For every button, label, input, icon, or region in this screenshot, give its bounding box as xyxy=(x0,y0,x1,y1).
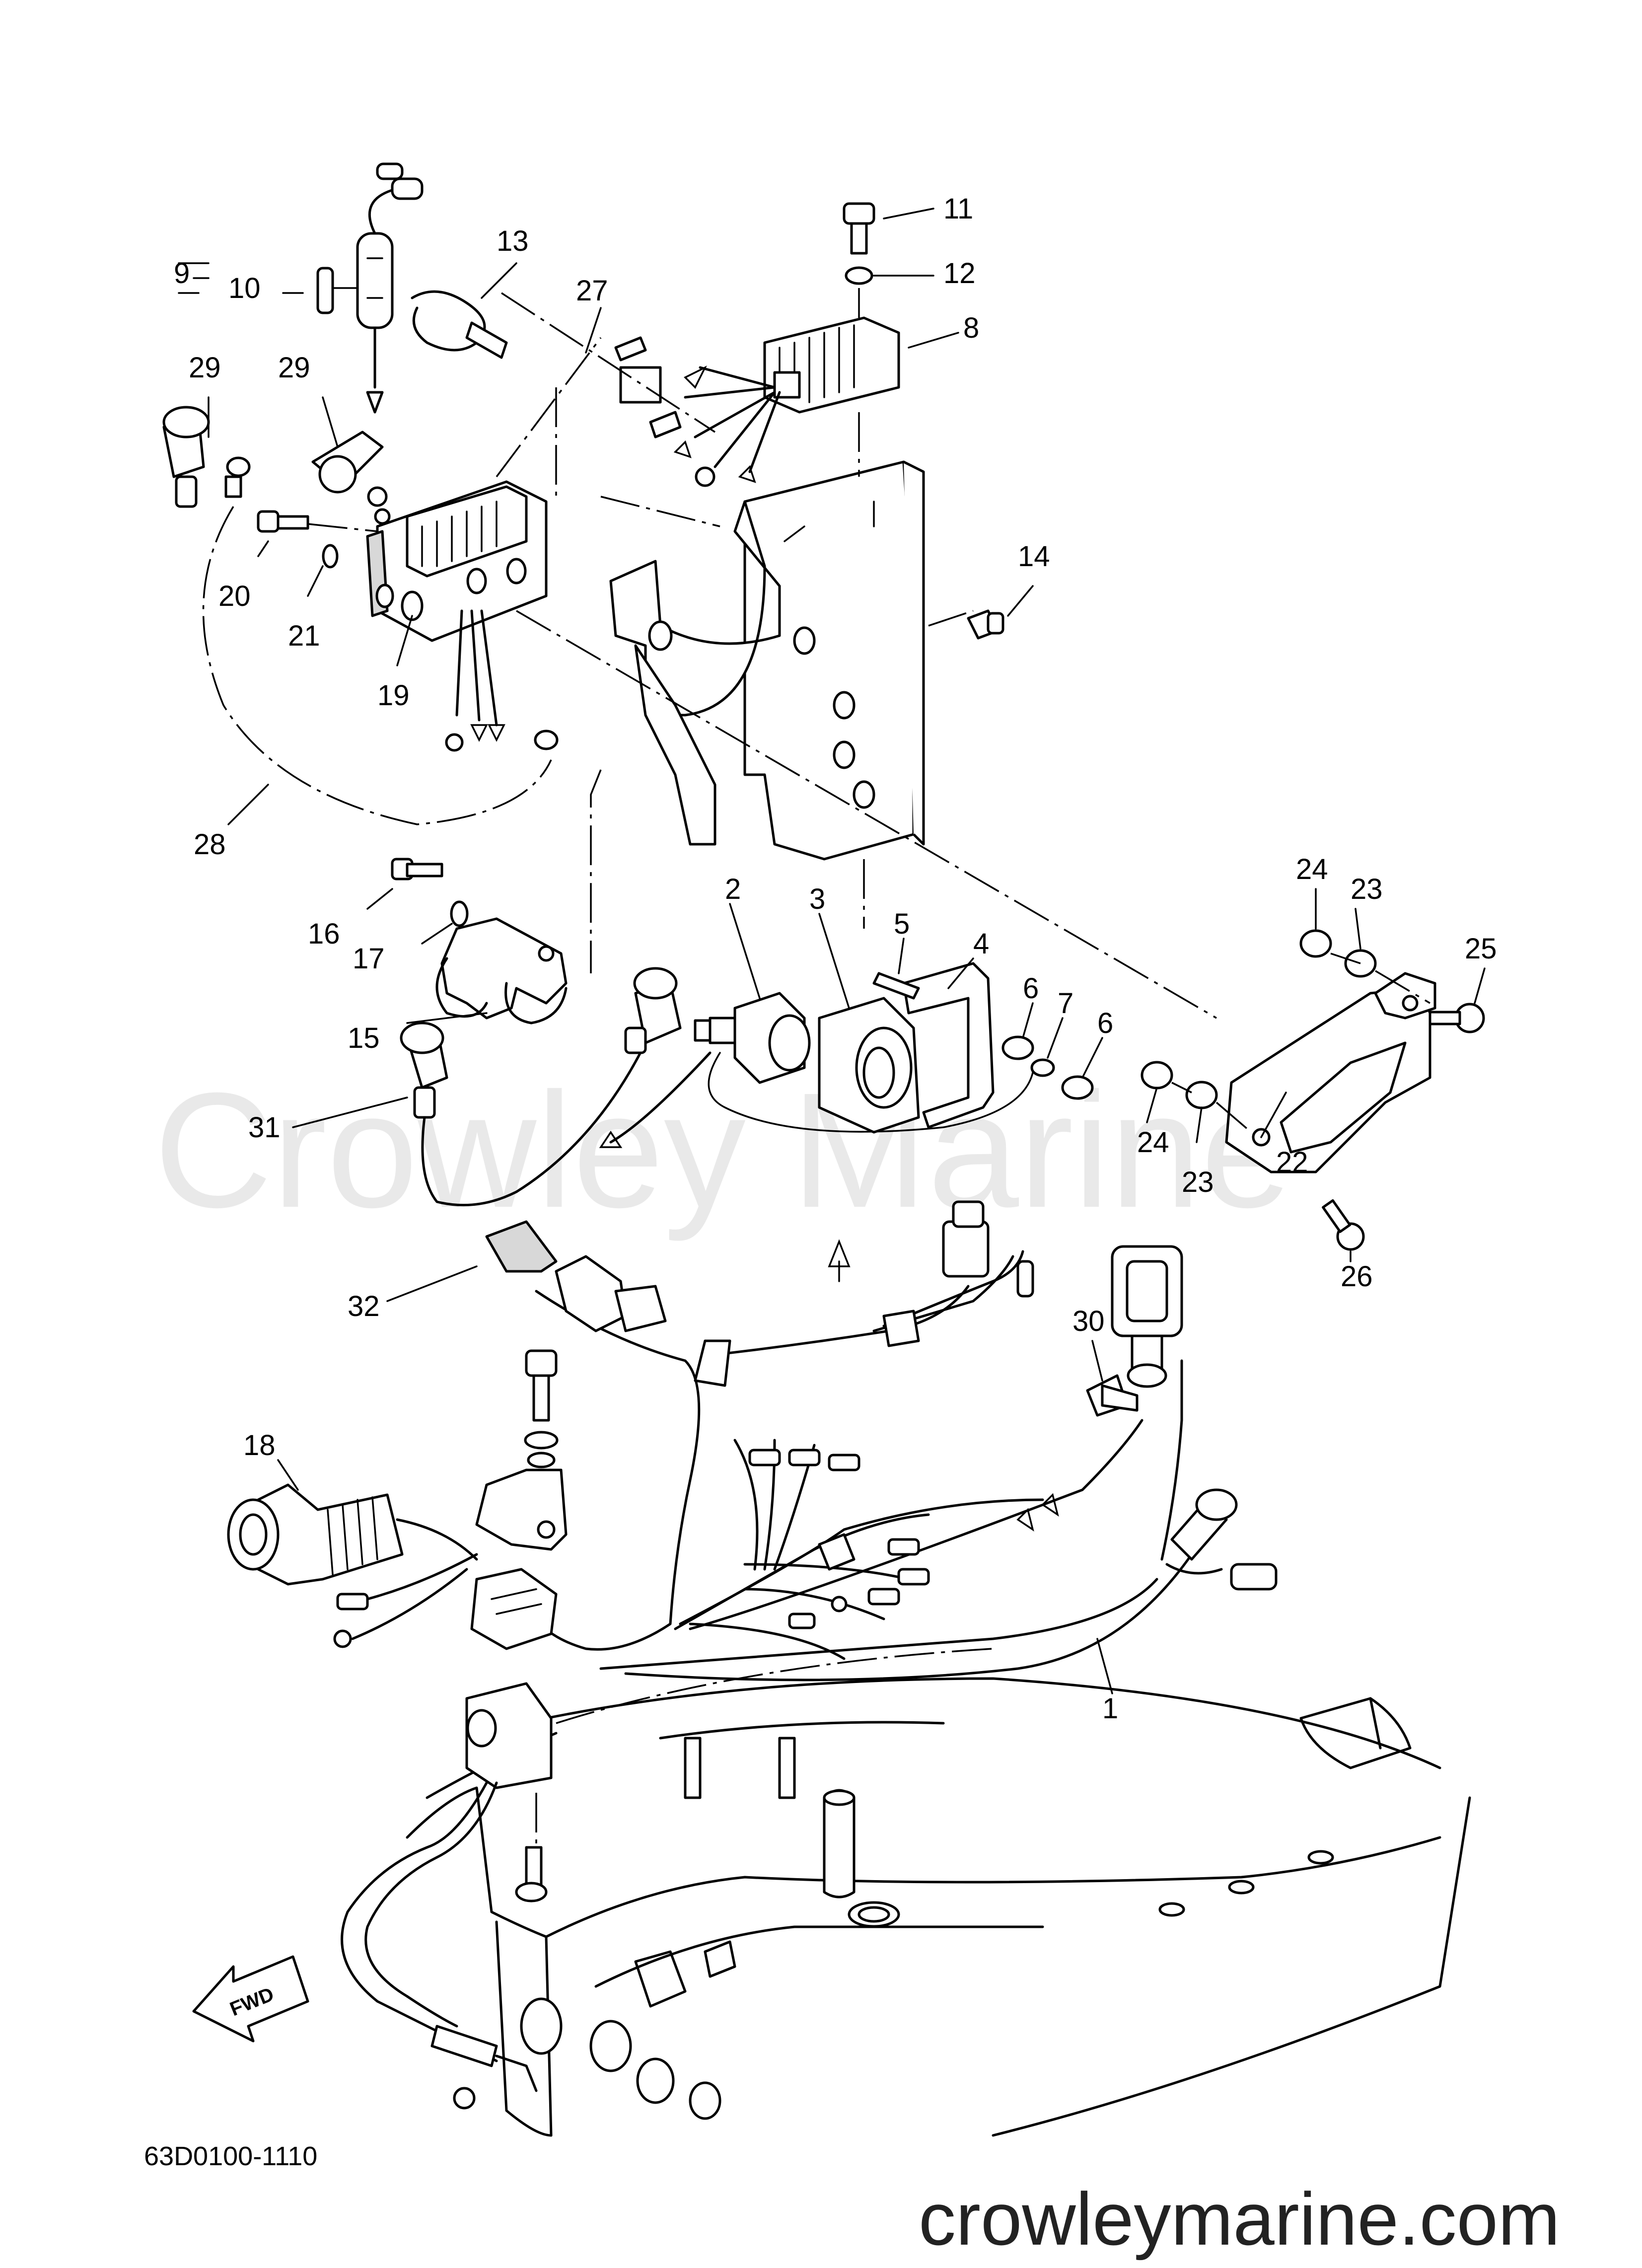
clamp-13 xyxy=(411,290,508,359)
callout-labels: 1 2 3 4 5 6 6 7 8 9 10 11 12 13 14 15 16… xyxy=(174,193,1497,1725)
callout-30: 30 xyxy=(1072,1305,1105,1337)
clamp-base xyxy=(470,1568,558,1650)
wiring-harness xyxy=(535,1250,1223,1682)
clamp-15 xyxy=(435,917,568,1024)
callout-8: 8 xyxy=(963,312,979,344)
screw-5 xyxy=(872,972,920,1000)
cap-3 xyxy=(818,997,920,1134)
callout-14: 14 xyxy=(1018,540,1050,573)
callout-2: 2 xyxy=(725,873,741,905)
callout-28: 28 xyxy=(194,828,226,861)
fuse-10 xyxy=(316,267,334,314)
callout-17: 17 xyxy=(353,943,385,975)
callout-19: 19 xyxy=(377,679,410,712)
coupler-harness-top xyxy=(942,1200,990,1278)
callout-6a: 6 xyxy=(1023,972,1039,1005)
callout-18: 18 xyxy=(243,1429,276,1462)
callout-31: 31 xyxy=(248,1111,281,1144)
cap-31 xyxy=(400,1022,448,1119)
callout-5: 5 xyxy=(894,908,910,940)
washer-21 xyxy=(322,544,339,569)
bolt-plate xyxy=(475,1349,568,1551)
grommet-23b xyxy=(1185,1081,1218,1109)
callout-13: 13 xyxy=(497,225,529,257)
bottom-cowling xyxy=(406,1677,1471,2137)
callout-15: 15 xyxy=(348,1022,380,1054)
bracket-4 xyxy=(902,962,995,1129)
cap-29-left xyxy=(162,406,210,508)
callout-3: 3 xyxy=(809,883,825,915)
bolt-20 xyxy=(257,510,309,533)
callout-29b: 29 xyxy=(278,352,310,384)
callout-11: 11 xyxy=(943,193,973,225)
washer-7 xyxy=(1030,1058,1055,1077)
main-connector-18 xyxy=(227,1483,478,1586)
bolt-25 xyxy=(1428,1003,1485,1033)
callout-20: 20 xyxy=(218,580,251,612)
bolt-16 xyxy=(391,858,443,880)
cap-end xyxy=(1170,1488,1238,1561)
bolt-11 xyxy=(843,202,875,255)
site-url: crowleymarine.com xyxy=(919,2177,1560,2261)
callout-10: 10 xyxy=(228,272,261,304)
nut-6a xyxy=(1001,1035,1034,1060)
fuse-holder xyxy=(356,162,424,414)
callout-12: 12 xyxy=(943,257,976,290)
wire-28 xyxy=(202,506,552,825)
callout-29a: 29 xyxy=(189,352,221,384)
callout-27: 27 xyxy=(576,275,608,307)
callout-9: 9 xyxy=(174,257,190,290)
nut-6b xyxy=(1061,1075,1094,1100)
sensor-2 xyxy=(694,992,811,1084)
rectifier-regulator xyxy=(763,316,900,414)
cdi-unit xyxy=(366,480,548,642)
callout-23b: 23 xyxy=(1182,1166,1214,1198)
callout-6b: 6 xyxy=(1097,1007,1113,1039)
callout-23a: 23 xyxy=(1351,873,1383,905)
callout-4: 4 xyxy=(973,928,989,960)
diagram-code: 63D0100-1110 xyxy=(144,2141,317,2171)
collar-24a xyxy=(1299,929,1332,958)
cap-29-right xyxy=(311,431,384,494)
washer-12 xyxy=(845,266,873,285)
grommet-cowling xyxy=(465,1682,553,1789)
cap-top-31 xyxy=(624,967,682,1054)
connector-cover-32 xyxy=(485,1220,558,1273)
callout-7: 7 xyxy=(1058,987,1073,1020)
holder-30 xyxy=(1086,1374,1139,1417)
washer-17 xyxy=(450,900,469,927)
callout-24a: 24 xyxy=(1296,853,1328,885)
callout-1: 1 xyxy=(1102,1692,1118,1725)
rubber-cap xyxy=(1111,1245,1183,1388)
connector-32 xyxy=(555,1255,667,1332)
fwd-arrow: FWD xyxy=(192,1955,309,2043)
leader-lines xyxy=(178,208,1486,1694)
collar-24b xyxy=(1141,1061,1173,1090)
electrical-bracket xyxy=(609,460,925,861)
bolt-26 xyxy=(1322,1199,1365,1251)
callout-24b: 24 xyxy=(1137,1126,1169,1159)
bracket-22 xyxy=(1225,972,1436,1173)
callout-16: 16 xyxy=(308,918,340,950)
callout-21: 21 xyxy=(288,620,320,652)
callout-22: 22 xyxy=(1276,1146,1308,1178)
screw-14 xyxy=(967,609,1004,640)
callout-26: 26 xyxy=(1341,1260,1373,1293)
callout-32: 32 xyxy=(348,1290,380,1322)
callout-25: 25 xyxy=(1465,933,1497,965)
coupler xyxy=(619,366,662,404)
watermark: Crowley Marine xyxy=(154,1058,1292,1243)
